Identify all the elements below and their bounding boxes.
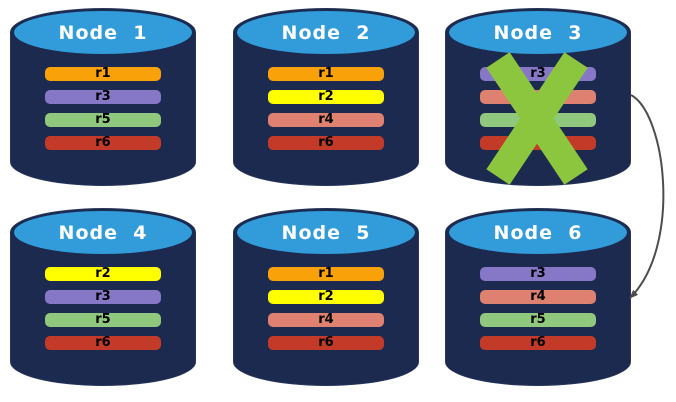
node-6-top-ellipse: Node 6 — [449, 211, 627, 254]
node-1-top-ellipse: Node 1 — [14, 11, 192, 54]
node-3-title: Node 3 — [493, 21, 583, 44]
node-5-replica-bar: r2 — [268, 290, 384, 304]
replica-label: r4 — [530, 89, 546, 104]
replica-label: r1 — [318, 266, 334, 281]
node-1-replica-bar: r6 — [45, 136, 161, 150]
replica-label: r5 — [530, 312, 546, 327]
replica-label: r2 — [318, 289, 334, 304]
node-2-replica-bar: r4 — [268, 113, 384, 127]
replica-label: r4 — [318, 312, 334, 327]
node-4-title: Node 4 — [58, 221, 148, 244]
replica-label: r6 — [530, 335, 546, 350]
replica-label: r5 — [530, 112, 546, 127]
replica-label: r3 — [95, 89, 111, 104]
node-4-replica-bar: r5 — [45, 313, 161, 327]
node-6-replica-bar: r4 — [480, 290, 596, 304]
replica-label: r5 — [95, 312, 111, 327]
replica-label: r4 — [318, 112, 334, 127]
node-4-replica-bar: r3 — [45, 290, 161, 304]
node-5-title: Node 5 — [281, 221, 371, 244]
node-2-top-ellipse: Node 2 — [237, 11, 415, 54]
node-3-replica-bar: r4 — [480, 90, 596, 104]
node-6-replica-bar: r5 — [480, 313, 596, 327]
replica-label: r6 — [530, 135, 546, 150]
node-2-title: Node 2 — [281, 21, 371, 44]
node-3-replica-bar: r6 — [480, 136, 596, 150]
node-5-replica-bar: r1 — [268, 267, 384, 281]
node-2-replica-bar: r1 — [268, 67, 384, 81]
node-6: Node 6 r3 r4 r5 r6 — [445, 208, 631, 386]
node-1-replica-bar: r3 — [45, 90, 161, 104]
replica-label: r4 — [530, 289, 546, 304]
replica-label: r6 — [95, 135, 111, 150]
node-4-replica-bar: r2 — [45, 267, 161, 281]
node-5-replica-bar: r6 — [268, 336, 384, 350]
replica-label: r3 — [95, 289, 111, 304]
node-1-replica-bar: r1 — [45, 67, 161, 81]
replica-label: r6 — [95, 335, 111, 350]
node-4-top-ellipse: Node 4 — [14, 211, 192, 254]
node-2-replica-bar: r6 — [268, 136, 384, 150]
node-3-replica-bar: r5 — [480, 113, 596, 127]
replication-arrow — [629, 94, 665, 299]
node-1-title: Node 1 — [58, 21, 148, 44]
replica-label: r1 — [318, 66, 334, 81]
replica-label: r6 — [318, 335, 334, 350]
replica-label: r3 — [530, 66, 546, 81]
node-4: Node 4 r2 r3 r5 r6 — [10, 208, 196, 386]
node-3: Node 3 r3 r4 r5 r6 — [445, 8, 631, 186]
node-2-replica-bar: r2 — [268, 90, 384, 104]
node-2: Node 2 r1 r2 r4 r6 — [233, 8, 419, 186]
replica-label: r2 — [318, 89, 334, 104]
node-1-replica-bar: r5 — [45, 113, 161, 127]
node-6-replica-bar: r3 — [480, 267, 596, 281]
node-3-top-ellipse: Node 3 — [449, 11, 627, 54]
node-6-title: Node 6 — [493, 221, 583, 244]
replica-label: r2 — [95, 266, 111, 281]
replica-label: r1 — [95, 66, 111, 81]
replica-label: r6 — [318, 135, 334, 150]
node-4-replica-bar: r6 — [45, 336, 161, 350]
node-5: Node 5 r1 r2 r4 r6 — [233, 208, 419, 386]
node-5-replica-bar: r4 — [268, 313, 384, 327]
node-5-top-ellipse: Node 5 — [237, 211, 415, 254]
node-1: Node 1 r1 r3 r5 r6 — [10, 8, 196, 186]
node-6-replica-bar: r6 — [480, 336, 596, 350]
replica-label: r3 — [530, 266, 546, 281]
node-3-replica-bar: r3 — [480, 67, 596, 81]
replica-label: r5 — [95, 112, 111, 127]
